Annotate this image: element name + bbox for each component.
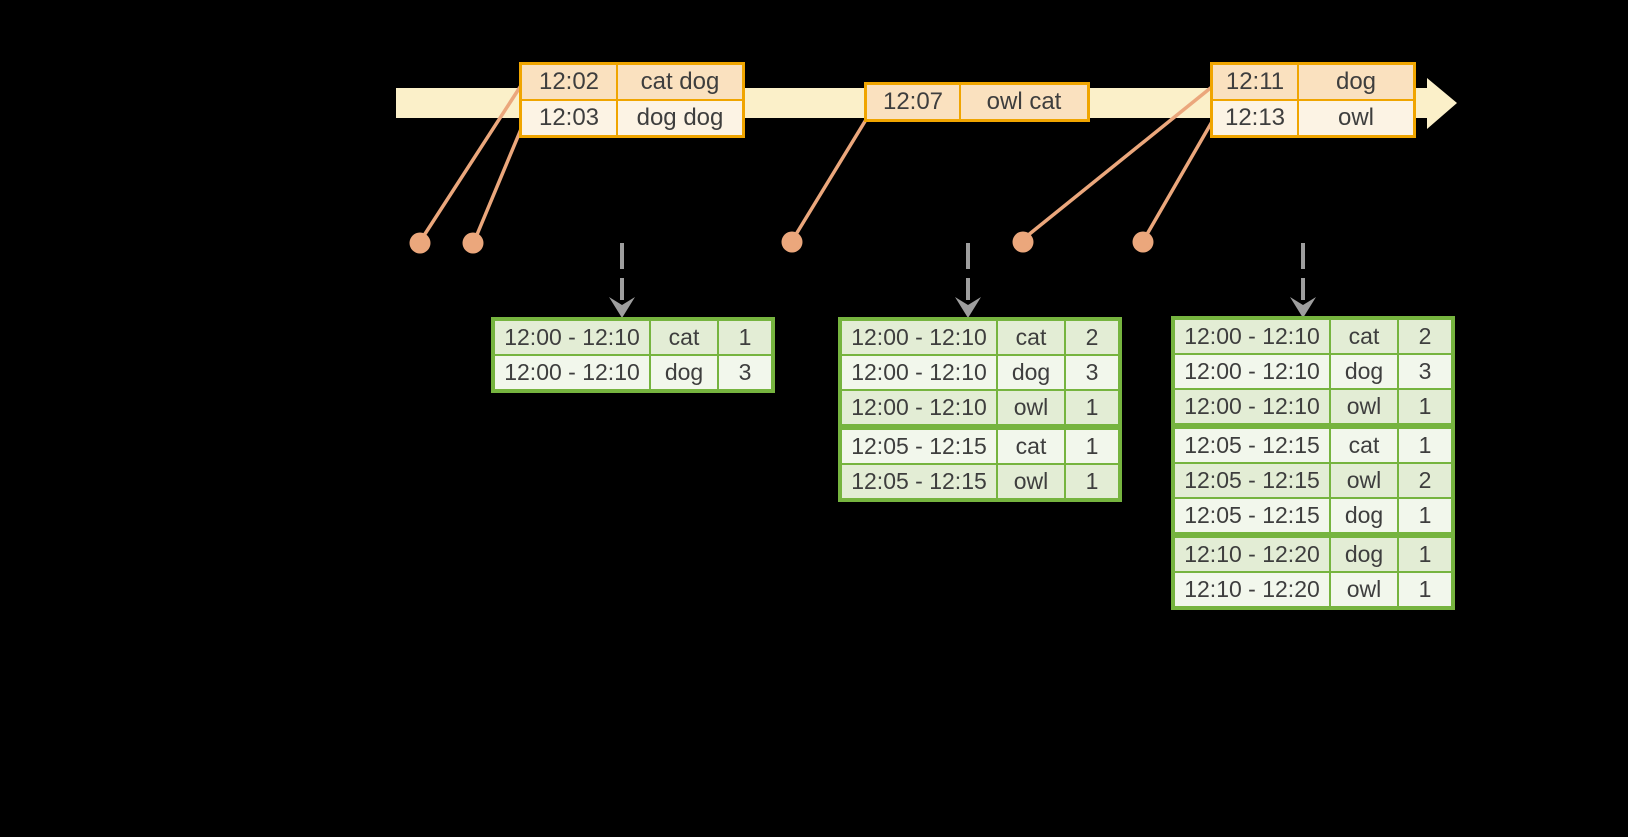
event-words-cell: cat dog xyxy=(616,62,745,101)
window-cell: 12:05 - 12:15 xyxy=(1172,497,1331,536)
timeline-arrowhead-icon xyxy=(1427,78,1457,129)
word-cell: cat xyxy=(1329,423,1399,464)
window-cell: 12:00 - 12:10 xyxy=(839,318,998,356)
event-time-cell: 12:02 xyxy=(519,62,618,101)
window-cell: 12:00 - 12:10 xyxy=(1172,317,1331,355)
count-cell: 3 xyxy=(717,354,774,392)
event-dot xyxy=(462,232,484,254)
event-words-cell: dog dog xyxy=(616,99,745,138)
word-cell: owl xyxy=(996,389,1066,428)
count-cell: 1 xyxy=(1397,497,1454,536)
event-time-cell: 12:11 xyxy=(1210,62,1299,101)
word-cell: dog xyxy=(1329,532,1399,573)
event-connector-line xyxy=(474,121,526,238)
word-cell: owl xyxy=(1329,388,1399,427)
count-cell: 2 xyxy=(1064,318,1121,356)
count-cell: 1 xyxy=(1064,463,1121,501)
count-cell: 1 xyxy=(1064,389,1121,428)
event-words-cell: owl xyxy=(1297,99,1416,138)
window-cell: 12:05 - 12:15 xyxy=(839,463,998,501)
word-cell: cat xyxy=(1329,317,1399,355)
event-connector-line xyxy=(793,117,869,237)
event-connector-line xyxy=(421,83,524,238)
word-cell: cat xyxy=(996,318,1066,356)
count-cell: 1 xyxy=(1397,532,1454,573)
window-cell: 12:00 - 12:10 xyxy=(839,354,998,391)
count-cell: 2 xyxy=(1397,462,1454,499)
event-dot xyxy=(781,231,803,253)
count-cell: 1 xyxy=(1064,424,1121,465)
trigger-arrow-icon xyxy=(955,243,981,318)
word-cell: cat xyxy=(649,318,719,356)
event-time-cell: 12:03 xyxy=(519,99,618,138)
window-cell: 12:05 - 12:15 xyxy=(839,424,998,465)
word-cell: owl xyxy=(1329,462,1399,499)
word-cell: dog xyxy=(649,354,719,392)
count-cell: 2 xyxy=(1397,317,1454,355)
word-cell: dog xyxy=(1329,497,1399,536)
window-cell: 12:05 - 12:15 xyxy=(1172,462,1331,499)
event-words-cell: dog xyxy=(1297,62,1416,101)
event-dot xyxy=(1012,231,1034,253)
window-cell: 12:00 - 12:10 xyxy=(492,318,651,356)
word-cell: dog xyxy=(996,354,1066,391)
word-cell: owl xyxy=(1329,571,1399,609)
window-cell: 12:05 - 12:15 xyxy=(1172,423,1331,464)
window-cell: 12:00 - 12:10 xyxy=(839,389,998,428)
event-dot xyxy=(1132,231,1154,253)
window-cell: 12:00 - 12:10 xyxy=(1172,388,1331,427)
word-cell: owl xyxy=(996,463,1066,501)
event-time-cell: 12:13 xyxy=(1210,99,1299,138)
window-cell: 12:10 - 12:20 xyxy=(1172,571,1331,609)
trigger-arrow-icon xyxy=(1290,243,1316,318)
window-cell: 12:00 - 12:10 xyxy=(1172,353,1331,390)
event-time-cell: 12:07 xyxy=(864,82,961,122)
count-cell: 1 xyxy=(1397,571,1454,609)
count-cell: 3 xyxy=(1064,354,1121,391)
count-cell: 1 xyxy=(717,318,774,356)
count-cell: 1 xyxy=(1397,423,1454,464)
count-cell: 3 xyxy=(1397,353,1454,390)
window-cell: 12:00 - 12:10 xyxy=(492,354,651,392)
word-cell: dog xyxy=(1329,353,1399,390)
event-connector-line xyxy=(1144,119,1215,237)
event-words-cell: owl cat xyxy=(959,82,1090,122)
trigger-arrow-icon xyxy=(609,243,635,318)
event-connector-line xyxy=(1025,84,1215,238)
window-cell: 12:10 - 12:20 xyxy=(1172,532,1331,573)
event-dot xyxy=(409,232,431,254)
count-cell: 1 xyxy=(1397,388,1454,427)
word-cell: cat xyxy=(996,424,1066,465)
